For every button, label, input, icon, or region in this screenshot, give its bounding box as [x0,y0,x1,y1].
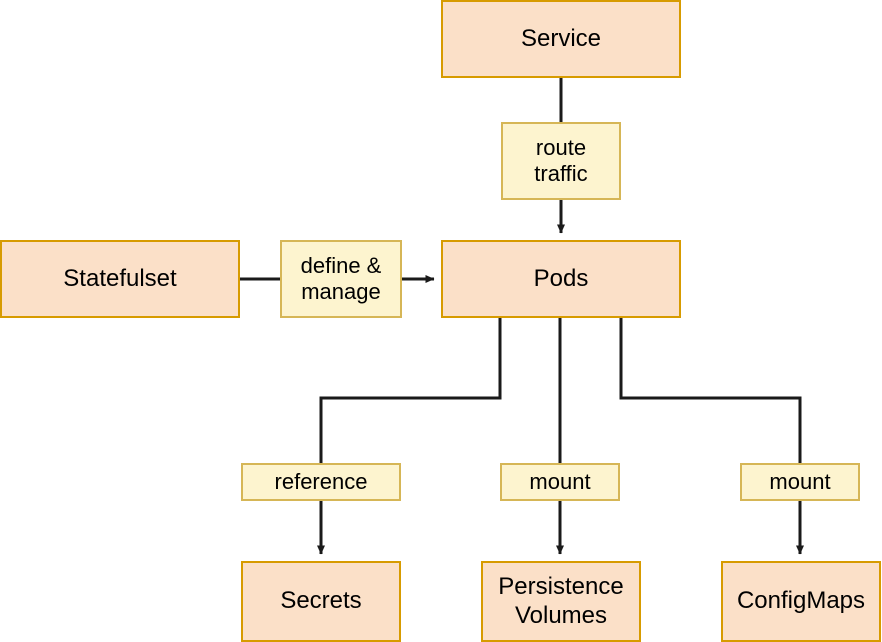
edge-pods-to-mount-cm [619,318,802,463]
node-define[interactable]: define & manage [280,240,402,318]
node-reference[interactable]: reference [241,463,401,501]
node-route[interactable]: route traffic [501,122,621,200]
node-mount-cm[interactable]: mount [740,463,860,501]
node-configmaps[interactable]: ConfigMaps [721,561,881,642]
node-service[interactable]: Service [441,0,681,78]
node-secrets[interactable]: Secrets [241,561,401,642]
node-mount-pv[interactable]: mount [500,463,620,501]
node-pv[interactable]: Persistence Volumes [481,561,641,642]
node-statefulset[interactable]: Statefulset [0,240,240,318]
node-pods[interactable]: Pods [441,240,681,318]
edge-pods-to-reference [319,318,502,463]
